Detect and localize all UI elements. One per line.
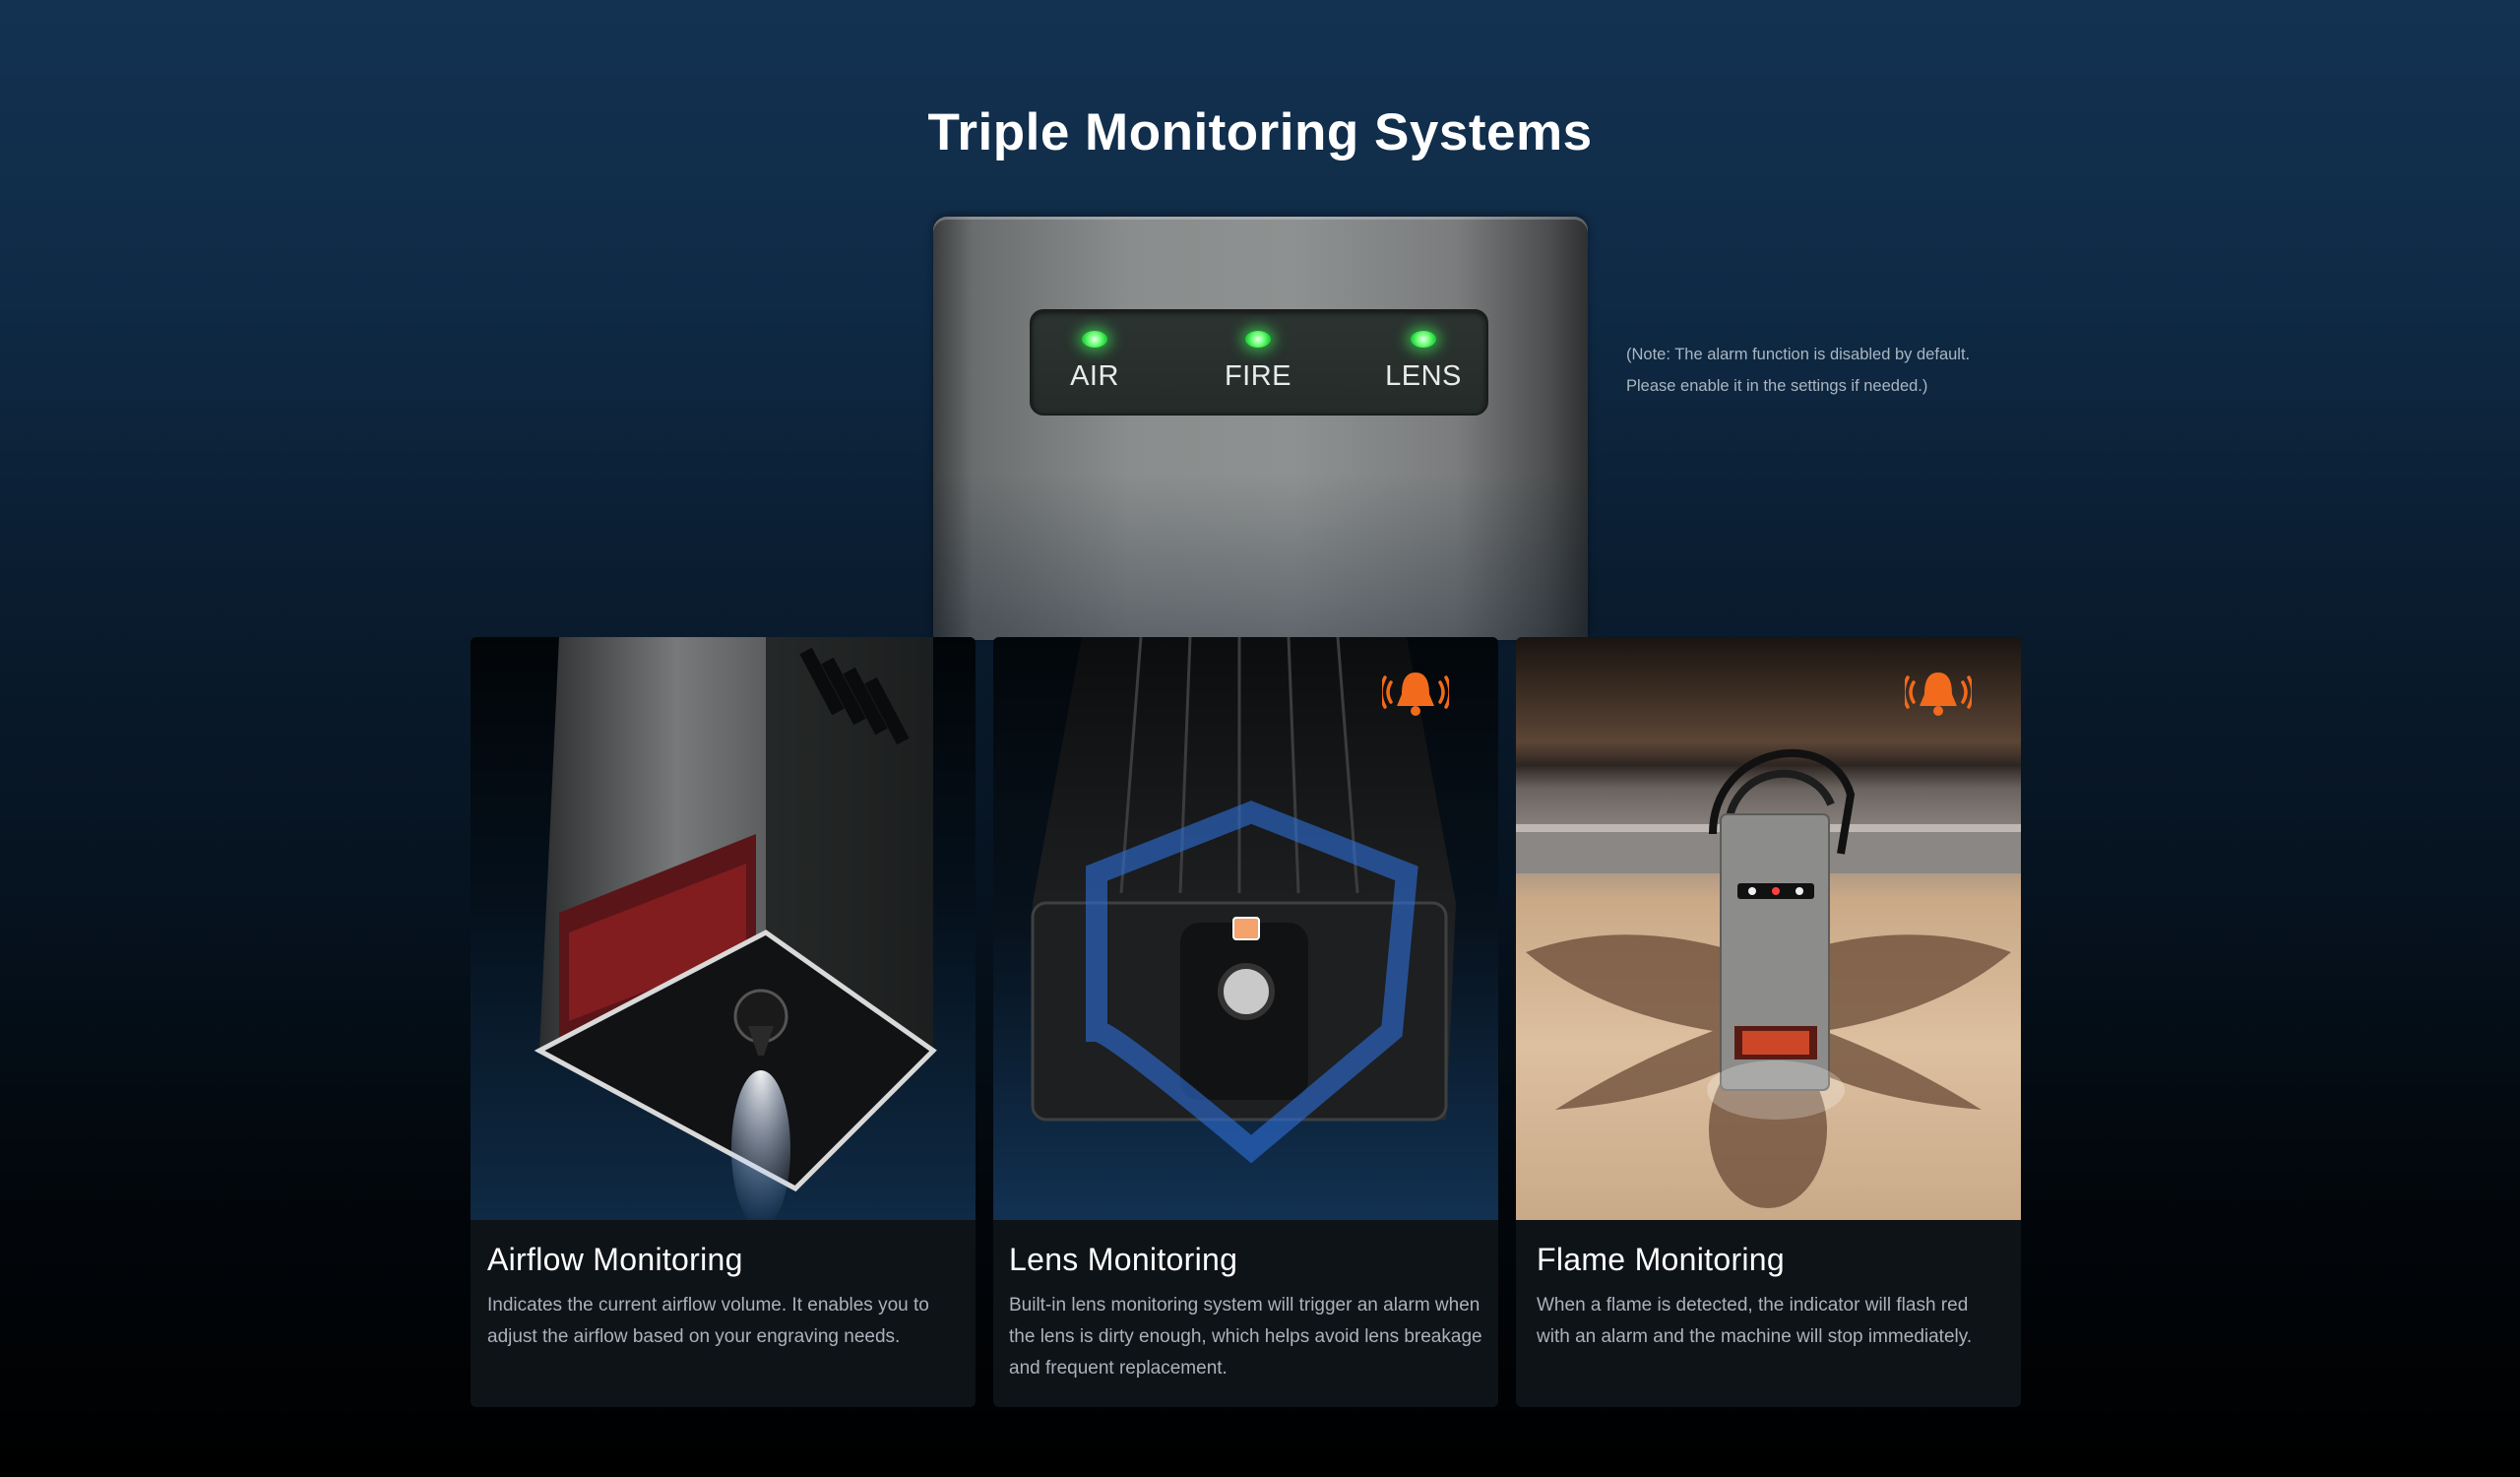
laser-module-hero-image: AIR FIRE LENS [933, 217, 1588, 640]
card-title-airflow: Airflow Monitoring [487, 1242, 743, 1277]
page-title: Triple Monitoring Systems [927, 102, 1593, 161]
indicator-air: AIR [1036, 311, 1154, 414]
card-description-flame: When a flame is detected, the indicator … [1537, 1295, 1973, 1347]
bell-icon [1905, 673, 1972, 716]
fire-led-icon [1245, 331, 1271, 348]
alarm-note-line-2: Please enable it in the settings if need… [1626, 377, 1928, 395]
alarm-note: (Note: The alarm function is disabled by… [1626, 339, 2049, 402]
feature-card-flame: Flame Monitoring When a flame is detecte… [1516, 637, 2021, 1407]
feature-card-lens: Lens Monitoring Built-in lens monitoring… [993, 637, 1498, 1407]
indicator-label-air: AIR [1070, 360, 1119, 392]
indicator-lens: LENS [1364, 311, 1482, 414]
bell-icon [1382, 673, 1449, 716]
card-title-flame: Flame Monitoring [1537, 1242, 1786, 1277]
indicator-label-fire: FIRE [1224, 360, 1292, 392]
air-led-icon [1082, 331, 1107, 348]
card-description-airflow: Indicates the current airflow volume. It… [487, 1295, 929, 1347]
feature-card-airflow: Airflow Monitoring Indicates the current… [471, 637, 976, 1407]
lens-module-image [993, 637, 1498, 1220]
indicator-fire: FIRE [1199, 311, 1317, 414]
lens-led-icon [1411, 331, 1436, 348]
card-description-lens: Built-in lens monitoring system will tri… [1009, 1295, 1482, 1379]
airflow-module-image [471, 637, 976, 1220]
status-indicator-panel: AIR FIRE LENS [1030, 309, 1488, 416]
airflow-illustration [534, 637, 937, 1220]
indicator-label-lens: LENS [1385, 360, 1462, 392]
alarm-note-line-1: (Note: The alarm function is disabled by… [1626, 346, 1971, 363]
flame-illustration [1516, 748, 2021, 1208]
card-title-lens: Lens Monitoring [1009, 1242, 1238, 1277]
flame-module-image [1516, 637, 2021, 1220]
lens-illustration [1031, 637, 1456, 1164]
